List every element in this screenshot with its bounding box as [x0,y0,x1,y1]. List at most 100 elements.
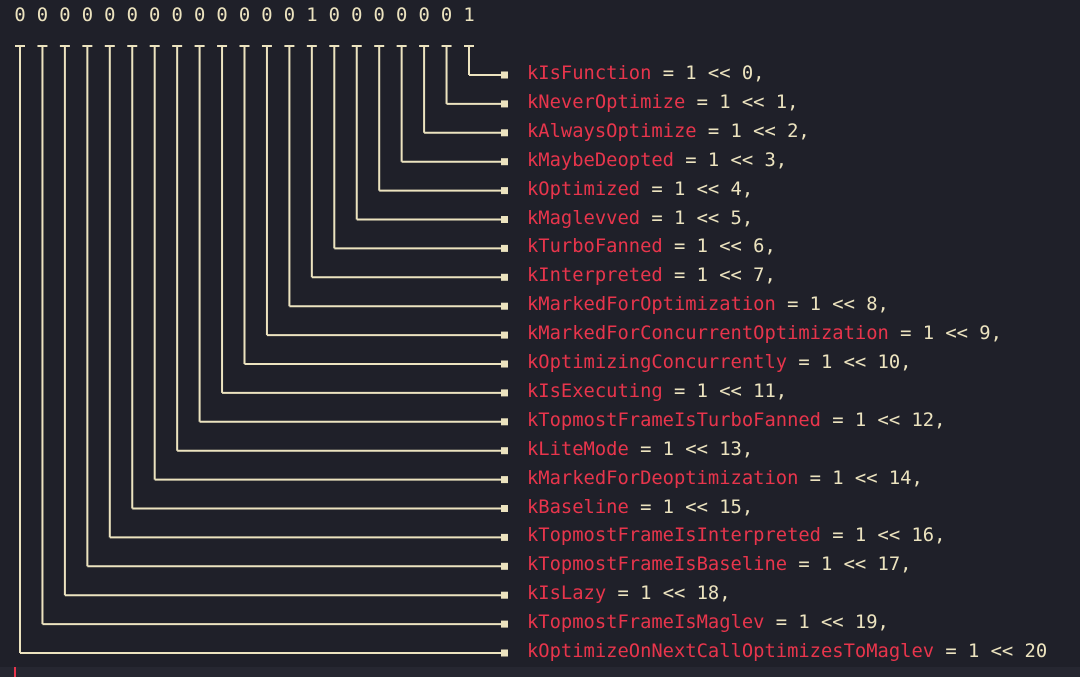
flag-row: kTurboFanned = 1 << 6, [527,236,776,258]
flag-name: kOptimizingConcurrently [527,352,788,373]
arrow-head-bit-20 [501,649,508,657]
flag-row: kIsFunction = 1 << 0, [527,63,764,85]
flag-value: = 1 << 2, [696,120,810,142]
bit-1: 0 [440,5,453,26]
flag-name: kMarkedForDeoptimization [527,467,799,489]
arrow-head-bit-17 [501,562,508,570]
flag-value: = 1 << 7, [662,265,776,287]
terminal-prompt-line[interactable] [0,667,1080,677]
flag-value: = 1 << 15, [628,496,754,518]
flag-row: kOptimized = 1 << 4, [527,179,753,201]
arrow-head-bit-3 [501,158,508,166]
arrow-head-bit-10 [501,360,508,368]
arrow-head-bit-12 [501,418,508,426]
bit-20: 0 [14,5,26,26]
flag-value: = 1 << 16, [821,525,946,547]
flag-value: = 1 << 6, [662,236,776,258]
flag-row: kIsExecuting = 1 << 11, [527,381,787,403]
bit-9: 0 [261,5,273,26]
flag-value: = 1 << 4, [640,178,754,200]
flag-name: kLiteMode [527,438,629,460]
flag-name: kMaglevved [527,207,641,229]
bit-12: 0 [193,5,206,26]
flag-name: kOptimizeOnNextCallOptimizesToMaglev [527,641,935,662]
arrow-head-bit-5 [501,216,508,223]
bit-3: 0 [395,5,408,26]
text-cursor [14,667,16,677]
bit-4: 0 [373,5,385,26]
flag-row: kMaglevved = 1 << 5, [527,208,753,230]
bit-11: 0 [216,5,228,26]
flag-name: kIsFunction [527,63,652,84]
flag-value: = 1 << 17, [787,554,912,576]
bit-6: 0 [328,5,340,26]
arrow-head-bit-1 [501,100,508,108]
flag-row: kTopmostFrameIsInterpreted = 1 << 16, [527,525,945,547]
flag-name: kTurboFanned [527,236,663,258]
flag-value: = 1 << 9, [888,323,1002,345]
flag-name: kMarkedForOptimization [527,294,776,316]
flag-name: kIsExecuting [527,380,663,402]
flag-row: kTopmostFrameIsTurboFanned = 1 << 12, [527,410,945,432]
arrow-head-bit-19 [501,620,508,628]
arrow-head-bit-2 [501,129,508,137]
flag-row: kOptimizeOnNextCallOptimizesToMaglev = 1… [527,641,1047,663]
flag-name: kTopmostFrameIsBaseline [527,554,788,576]
flag-value: = 1 << 8, [775,294,889,316]
flag-row: kMarkedForConcurrentOptimization = 1 << … [527,323,1002,345]
flag-value: = 1 << 5, [640,207,754,229]
flag-row: kBaseline = 1 << 15, [527,497,753,519]
arrow-head-bit-8 [501,302,508,310]
bit-5: 0 [351,5,363,26]
bit-19: 0 [36,5,49,26]
flag-name: kMarkedForConcurrentOptimization [527,323,889,345]
bit-8: 0 [283,5,296,26]
bit-2: 0 [418,5,430,26]
arrow-head-bit-13 [501,447,508,455]
flag-name: kTopmostFrameIsInterpreted [527,525,821,547]
flag-value: = 1 << 18, [606,583,731,605]
flag-value: = 1 << 14, [798,467,923,489]
bit-0: 1 [463,5,475,26]
flag-row: kTopmostFrameIsBaseline = 1 << 17, [527,554,911,576]
flag-name: kOptimized [527,178,641,200]
flag-name: kTopmostFrameIsMaglev [527,612,765,634]
arrow-head-bit-7 [501,273,508,281]
flag-value: = 1 << 11, [662,380,788,402]
bit-10: 0 [238,5,251,26]
flag-row: kMarkedForDeoptimization = 1 << 14, [527,468,923,490]
flag-value: = 1 << 20 [934,641,1048,662]
bit-15: 0 [126,5,138,26]
bit-7: 1 [306,5,318,26]
flag-row: kAlwaysOptimize = 1 << 2, [527,121,810,143]
flag-value: = 1 << 3, [674,149,788,171]
flag-row: kNeverOptimize = 1 << 1, [527,92,798,114]
flag-row: kMaybeDeopted = 1 << 3, [527,150,787,172]
flag-row: kLiteMode = 1 << 13, [527,439,753,461]
bit-17: 0 [81,5,93,26]
flag-row: kInterpreted = 1 << 7, [527,265,776,287]
flag-name: kIsLazy [527,583,607,605]
flag-value: = 1 << 10, [787,352,912,373]
flag-name: kBaseline [527,496,629,518]
flag-row: kTopmostFrameIsMaglev = 1 << 19, [527,612,889,634]
arrow-head-bit-9 [501,331,508,339]
flag-value: = 1 << 19, [764,612,889,634]
arrow-head-bit-18 [501,591,508,599]
flag-value: = 1 << 1, [685,91,799,113]
bit-13: 0 [171,5,183,26]
bit-18: 0 [59,5,71,26]
arrow-head-bit-0 [501,71,508,79]
bit-14: 0 [149,5,161,26]
arrow-head-bit-11 [501,389,508,397]
flag-row: kMarkedForOptimization = 1 << 8, [527,294,889,316]
flag-row: kOptimizingConcurrently = 1 << 10, [527,352,911,374]
flag-name: kMaybeDeopted [527,149,674,171]
arrow-head-bit-15 [501,505,508,512]
flag-name: kInterpreted [527,265,663,287]
arrow-head-bit-6 [501,244,508,252]
flag-value: = 1 << 0, [651,63,765,84]
flag-name: kAlwaysOptimize [527,120,697,142]
arrow-head-bit-4 [501,187,508,195]
